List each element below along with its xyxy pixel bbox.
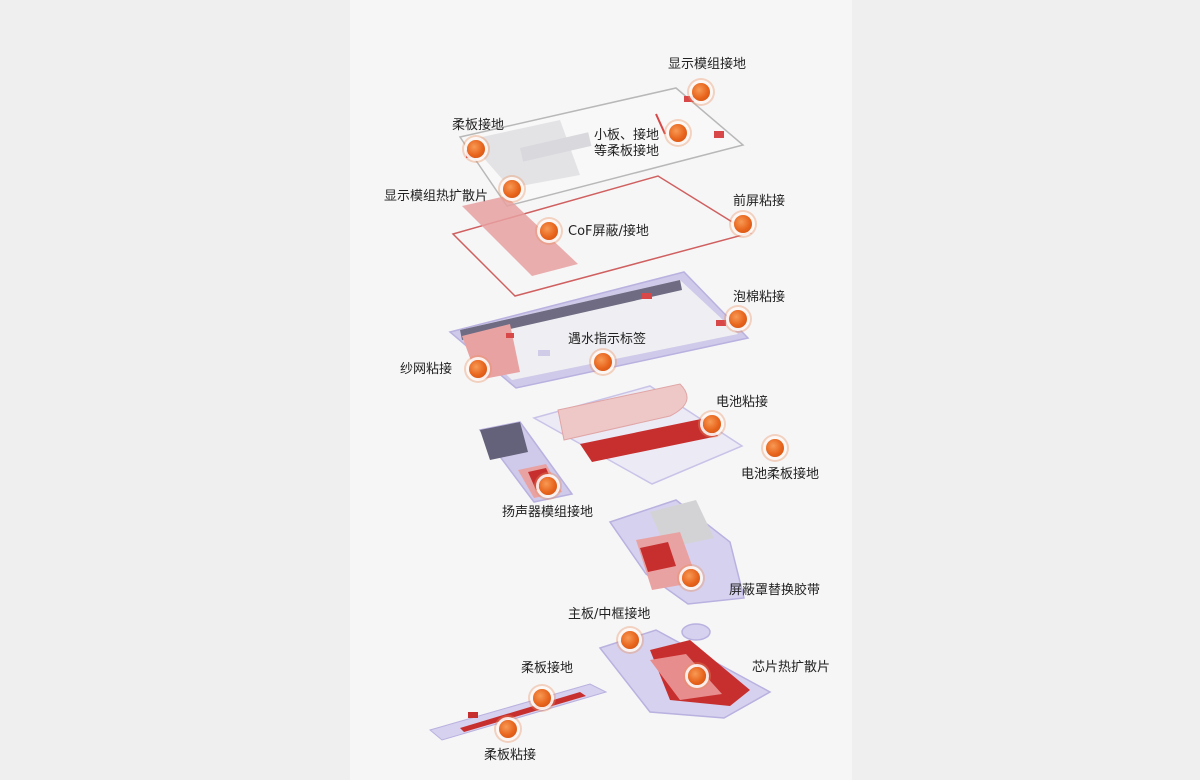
- marker-flex-ground-bottom: [533, 689, 551, 707]
- marker-battery-bond: [703, 415, 721, 433]
- label-cof-shield-ground: CoF屏蔽/接地: [568, 224, 649, 239]
- label-mainboard-frame-ground: 主板/中框接地: [568, 607, 651, 622]
- label-small-board-ground: 小板、接地 等柔板接地: [594, 128, 660, 159]
- marker-mesh-bond: [469, 360, 487, 378]
- marker-front-screen-bond: [734, 215, 752, 233]
- marker-water-indicator: [594, 353, 612, 371]
- marker-cof-shield-ground: [540, 222, 558, 240]
- battery-layer: [532, 383, 744, 485]
- label-mesh-bond: 纱网粘接: [400, 362, 453, 377]
- marker-mainboard-frame-ground: [621, 631, 639, 649]
- label-battery-bond: 电池粘接: [716, 395, 769, 410]
- marker-display-module-ground: [692, 83, 710, 101]
- label-speaker-ground: 扬声器模组接地: [502, 505, 594, 520]
- background-right: [852, 0, 1200, 780]
- marker-battery-flex-ground: [766, 439, 784, 457]
- label-display-module-ground: 显示模组接地: [668, 57, 747, 72]
- label-flex-ground-bottom: 柔板接地: [521, 661, 574, 676]
- marker-speaker-ground: [539, 477, 557, 495]
- speaker-module-layer: [478, 421, 574, 503]
- label-foam-bond: 泡棉粘接: [733, 290, 786, 305]
- marker-flex-bond: [499, 720, 517, 738]
- front-screen-frame-layer: [451, 175, 752, 297]
- label-chip-heat-spread: 芯片热扩散片: [752, 660, 831, 675]
- marker-small-board-ground: [669, 124, 687, 142]
- marker-foam-bond: [729, 310, 747, 328]
- label-battery-flex-ground: 电池柔板接地: [741, 467, 820, 482]
- marker-flex-ground-top: [467, 140, 485, 158]
- label-front-screen-bond: 前屏粘接: [733, 194, 786, 209]
- marker-chip-heat-spread: [688, 667, 706, 685]
- label-flex-ground-top: 柔板接地: [452, 118, 505, 133]
- marker-shield-tape: [682, 569, 700, 587]
- label-flex-bond: 柔板粘接: [484, 748, 537, 763]
- flex-cable-layer: [428, 683, 608, 741]
- display-module-layer: [458, 87, 745, 207]
- label-shield-tape: 屏蔽罩替换胶带: [729, 583, 821, 598]
- middle-frame-layer: [448, 271, 750, 389]
- shield-cover-layer: [608, 499, 745, 605]
- label-display-heat-spread: 显示模组热扩散片: [384, 189, 489, 204]
- marker-display-heat-spread: [503, 180, 521, 198]
- label-water-indicator: 遇水指示标签: [568, 332, 647, 347]
- background-left: [0, 0, 350, 780]
- exploded-view-panel: [350, 0, 852, 780]
